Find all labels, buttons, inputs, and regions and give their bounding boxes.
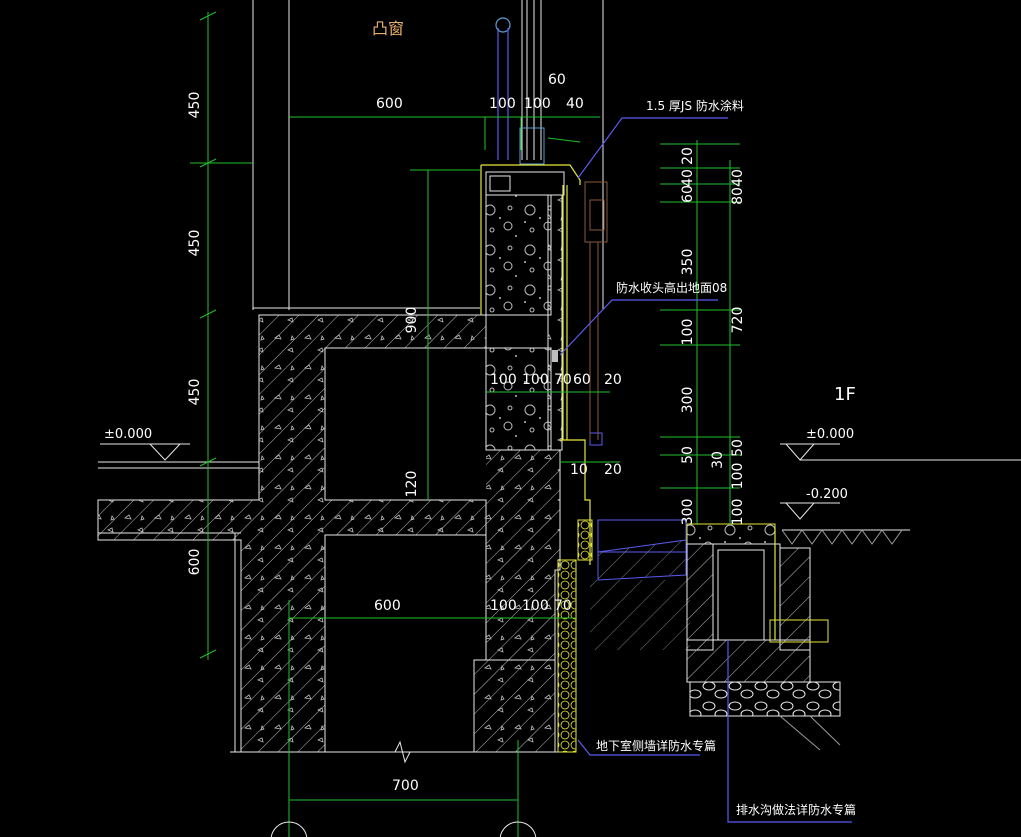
elev-left-zero: ±0.000 — [104, 427, 152, 442]
elev-right-minus: -0.200 — [806, 487, 848, 502]
dim-left-4: 600 — [187, 549, 203, 576]
dim-r-300: 300 — [680, 387, 696, 414]
trim-profile — [584, 181, 608, 440]
note-drain-ditch: 排水沟做法详防水专篇 — [736, 802, 856, 817]
dim-center-120: 120 — [404, 471, 420, 498]
concrete-structure — [97, 314, 561, 764]
dim-mid-100a: 100 — [490, 372, 517, 388]
dim-r-50: 50 — [680, 446, 696, 464]
dim-top-600: 600 — [376, 96, 403, 112]
drain-ditch — [686, 528, 841, 751]
dim-r-350: 350 — [680, 249, 696, 276]
leader-lines — [559, 117, 852, 823]
dim-low-600: 600 — [374, 598, 401, 614]
block-wall — [485, 171, 565, 451]
dim-top-40: 40 — [566, 96, 584, 112]
dim-mid-10: 10 — [570, 462, 588, 478]
dim-top-60: 60 — [548, 72, 566, 88]
dim-r-300b: 300 — [680, 499, 696, 526]
right-dimension-chains — [660, 140, 740, 525]
window-lines — [252, 0, 604, 310]
dim-r-40: 40 — [680, 169, 696, 187]
dim-left-1: 450 — [187, 92, 203, 119]
dim-r-100c: 100 — [730, 499, 746, 526]
dim-top-100b: 100 — [524, 96, 551, 112]
dim-low-100b: 100 — [522, 598, 549, 614]
dim-top-100a: 100 — [489, 96, 516, 112]
elevation-marks — [100, 443, 1021, 520]
dim-r-20: 20 — [680, 147, 696, 165]
dim-mid-20: 20 — [604, 372, 622, 388]
elev-right-zero: ±0.000 — [806, 427, 854, 442]
dim-mid-100b: 100 — [522, 372, 549, 388]
dim-bottom-700: 700 — [392, 778, 419, 794]
dim-r-60: 60 — [680, 185, 696, 203]
dim-left-3: 450 — [187, 379, 203, 406]
lower-dimensions — [288, 600, 575, 837]
note-waterproof-end: 防水收头高出地面08 — [616, 280, 727, 295]
dim-mid-60: 60 — [573, 372, 591, 388]
dim-r-100b: 100 — [730, 463, 746, 490]
note-js-coating: 1.5 厚JS 防水涂料 — [646, 98, 744, 113]
grid-bubble-left — [270, 821, 308, 837]
dim-r-50b: 50 — [730, 439, 746, 457]
dim-low-100a: 100 — [490, 598, 517, 614]
dim-r-100: 100 — [680, 319, 696, 346]
title-text: 凸窗 — [372, 19, 404, 38]
dim-r-80: 80 — [730, 187, 746, 205]
floor-label: 1F — [834, 384, 856, 405]
left-dimension-chain — [190, 11, 253, 660]
dim-mid-20b: 20 — [604, 462, 622, 478]
mid-dimensions — [486, 391, 620, 463]
dim-r-30: 30 — [710, 451, 726, 469]
waterproof-layers — [480, 164, 603, 753]
dim-center-900: 900 — [404, 307, 420, 334]
dim-low-70: 70 — [554, 598, 572, 614]
note-basement-wall: 地下室侧墙详防水专篇 — [596, 738, 716, 753]
grid-bubble-right — [499, 821, 537, 837]
top-dimensions — [289, 116, 600, 500]
dim-r-40-outer: 40 — [730, 169, 746, 187]
exterior-ground — [590, 519, 910, 650]
dim-mid-70: 70 — [554, 372, 572, 388]
dim-r-720: 720 — [730, 307, 746, 334]
dim-left-2: 450 — [187, 230, 203, 257]
